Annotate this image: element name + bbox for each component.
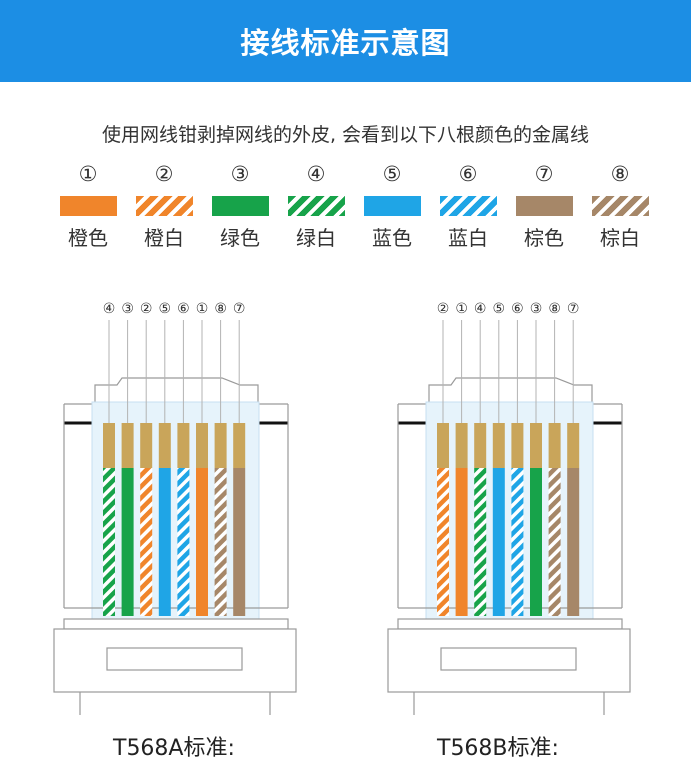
legend-item-5: ⑤ 蓝色	[354, 160, 430, 251]
gold-contact	[177, 423, 190, 468]
pin-label: ⑦	[567, 301, 580, 317]
legend-swatch-blue	[363, 196, 421, 216]
legend-label: 蓝色	[372, 226, 412, 250]
legend-number: ⑥	[458, 162, 478, 186]
wire-orange	[196, 468, 208, 616]
pin-label: ⑧	[548, 301, 561, 317]
wire-brown-white	[548, 468, 561, 616]
wire-blue-white	[177, 468, 190, 616]
legend-label: 棕白	[600, 226, 640, 250]
gold-contact	[530, 423, 542, 468]
legend-swatch-orange-white	[135, 196, 193, 216]
plug-window	[91, 401, 260, 620]
pin-label: ⑦	[233, 301, 246, 317]
wire-orange-white	[437, 468, 449, 616]
legend-swatch-brown-white	[591, 196, 649, 216]
legend-item-1: ① 橙色	[50, 160, 126, 251]
gold-contact	[455, 423, 468, 468]
pin-label: ③	[121, 301, 134, 317]
wire-orange	[455, 468, 468, 616]
wire-brown	[567, 468, 580, 616]
gold-contact	[233, 423, 246, 468]
legend-swatch-green-white	[287, 196, 345, 216]
legend-label: 橙白	[144, 226, 184, 250]
legend-swatch-blue-white	[439, 196, 497, 216]
plug-lip	[397, 618, 623, 630]
gold-contact	[214, 423, 227, 468]
wire-blue-white	[511, 468, 524, 616]
gold-contact	[140, 423, 153, 468]
pin-label: ⑧	[214, 301, 227, 317]
wire-green	[121, 468, 134, 616]
pin-label: ④	[474, 301, 487, 317]
gold-contact	[548, 423, 561, 468]
pin-label: ⑤	[493, 301, 506, 317]
legend-item-2: ② 橙白	[126, 160, 202, 251]
gold-contact	[121, 423, 134, 468]
pin-label: ②	[437, 301, 450, 317]
wire-blue	[492, 468, 505, 616]
legend-item-8: ⑧ 棕白	[582, 160, 658, 251]
gold-contact	[492, 423, 505, 468]
gold-contact	[474, 423, 487, 468]
legend-label: 橙色	[68, 226, 108, 250]
intro-text: 使用网线钳剥掉网线的外皮, 会看到以下八根颜色的金属线	[101, 124, 590, 146]
legend-item-3: ③ 绿色	[202, 160, 278, 251]
wire-blue	[158, 468, 171, 616]
gold-contact	[437, 423, 449, 468]
legend-number: ⑤	[382, 162, 402, 186]
pin-label: ⑥	[177, 301, 190, 317]
plug-window	[425, 401, 594, 620]
legend-label: 蓝白	[448, 226, 488, 250]
legend-item-7: ⑦ 棕色	[506, 160, 582, 251]
legend-item-4: ④ 绿白	[278, 160, 354, 251]
pin-label: ④	[103, 301, 116, 317]
wire-green-white	[103, 468, 115, 616]
wire-orange-white	[140, 468, 153, 616]
legend-label: 绿白	[296, 226, 336, 250]
plug-latch-slot	[440, 647, 577, 671]
legend-number: ①	[78, 162, 98, 186]
page-title: 接线标准示意图	[240, 26, 451, 60]
plug-lip	[63, 618, 289, 630]
legend-swatch-orange	[59, 196, 117, 216]
pin-label: ③	[530, 301, 543, 317]
legend-number: ③	[230, 162, 250, 186]
header-bar: 接线标准示意图	[0, 0, 691, 82]
plug-outline	[398, 377, 622, 405]
wire-color-legend: ① 橙色 ② 橙白 ③ 绿色 ④ 绿白 ⑤ 蓝色 ⑥ 蓝白 ⑦ 棕色 ⑧ 棕白	[0, 160, 691, 260]
gold-contact	[567, 423, 580, 468]
wire-green-white	[474, 468, 487, 616]
pin-label: ②	[140, 301, 153, 317]
legend-label: 绿色	[220, 226, 260, 250]
t568a-caption: T568A标准:	[113, 736, 235, 761]
legend-label: 棕色	[524, 226, 564, 250]
pin-label: ⑥	[511, 301, 524, 317]
pin-label: ①	[196, 301, 209, 317]
legend-number: ⑧	[610, 162, 630, 186]
plug-outline	[64, 377, 288, 405]
wire-green	[530, 468, 542, 616]
legend-swatch-brown	[515, 196, 573, 216]
gold-contact	[103, 423, 115, 468]
legend-item-6: ⑥ 蓝白	[430, 160, 506, 251]
legend-number: ⑦	[534, 162, 554, 186]
gold-contact	[158, 423, 171, 468]
wire-brown-white	[214, 468, 227, 616]
legend-number: ④	[306, 162, 326, 186]
legend-swatch-green	[211, 196, 269, 216]
gold-contact	[511, 423, 524, 468]
gold-contact	[196, 423, 208, 468]
legend-number: ②	[154, 162, 174, 186]
plug-latch-slot	[106, 647, 243, 671]
t568b-caption: T568B标准:	[437, 736, 559, 761]
pin-label: ①	[455, 301, 468, 317]
pin-label: ⑤	[159, 301, 172, 317]
wire-brown	[233, 468, 246, 616]
